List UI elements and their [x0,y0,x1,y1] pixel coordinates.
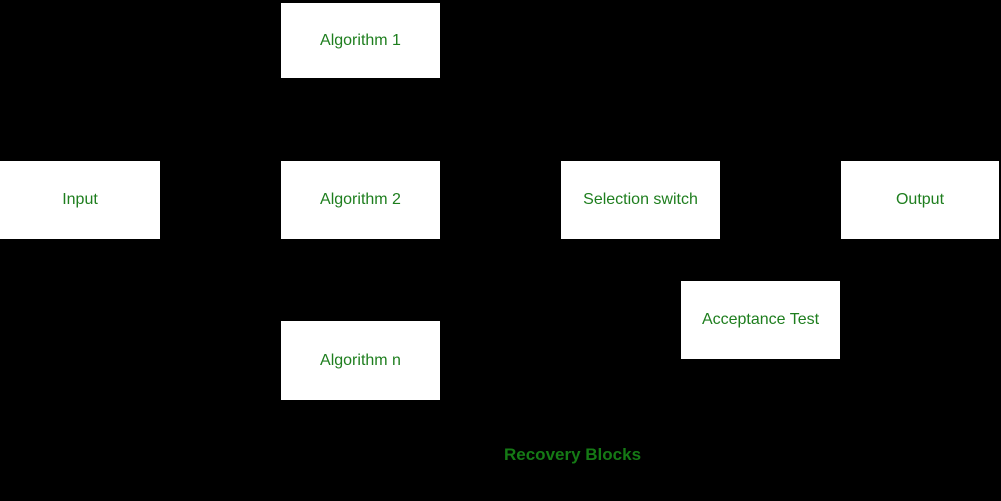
box-algorithm-2-label: Algorithm 2 [320,191,401,208]
box-algorithm-1: Algorithm 1 [281,3,440,78]
box-algorithm-n-label: Algorithm n [320,351,401,369]
diagram-caption: Recovery Blocks [504,445,642,464]
box-algorithm-1-label: Algorithm 1 [320,31,401,49]
box-output-label: Output [895,191,945,208]
box-algorithm-n: Algorithm n [281,321,440,400]
box-input-label: Input [62,191,98,208]
box-selection-switch: Selection switch [561,161,720,239]
box-selection-switch-label: Selection switch [583,191,698,208]
box-output: Output [841,161,999,239]
box-acceptance-test-label: Acceptance Test [701,311,820,328]
box-algorithm-2: Algorithm 2 [281,161,440,239]
box-input: Input [0,161,160,239]
box-acceptance-test: Acceptance Test [681,281,840,359]
